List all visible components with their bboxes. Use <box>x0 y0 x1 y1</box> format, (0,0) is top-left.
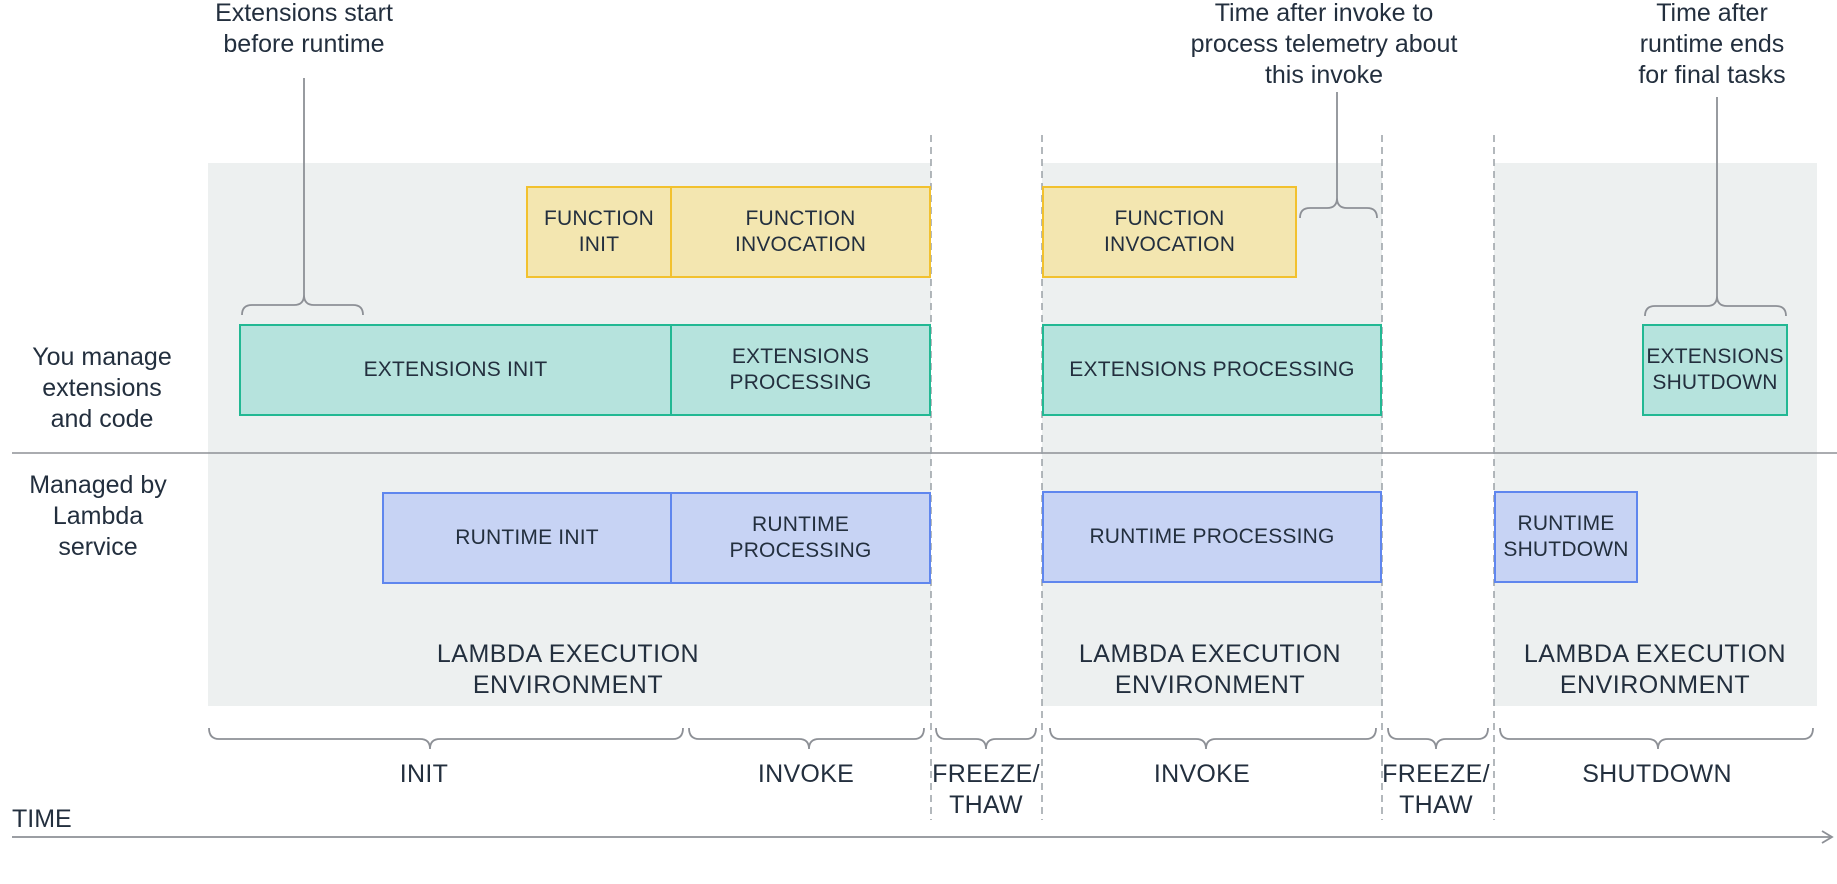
brace-invoke-1 <box>688 727 925 750</box>
environment-label-1: LAMBDA EXECUTION ENVIRONMENT <box>436 640 700 699</box>
row-label-managed-by-lambda: Managed by Lambda service <box>29 471 167 561</box>
execution-environment-3 <box>1494 163 1817 706</box>
function-invocation-box-2: FUNCTION INVOCATION <box>1042 186 1297 278</box>
phase-label-freeze-thaw-2: FREEZE/ THAW <box>1382 760 1490 819</box>
runtime-shutdown-box: RUNTIME SHUTDOWN <box>1494 491 1638 583</box>
phase-label-invoke-2: INVOKE <box>1153 760 1251 788</box>
phase-label-invoke-1: INVOKE <box>757 760 855 788</box>
brace-final-tasks <box>1644 295 1787 317</box>
annotation-extensions-start: Extensions start before runtime <box>215 0 393 58</box>
runtime-processing-box-2: RUNTIME PROCESSING <box>1042 491 1382 583</box>
phase-label-init: INIT <box>399 760 449 788</box>
brace-freeze-2 <box>1387 727 1489 750</box>
annotation-telemetry: Time after invoke to process telemetry a… <box>1190 0 1458 89</box>
extensions-processing-box-1: EXTENSIONS PROCESSING <box>670 324 931 416</box>
environment-label-3: LAMBDA EXECUTION ENVIRONMENT <box>1523 640 1787 699</box>
time-axis-label: TIME <box>12 805 72 833</box>
phase-label-freeze-thaw-1: FREEZE/ THAW <box>932 760 1040 819</box>
function-init-box: FUNCTION INIT <box>526 186 672 278</box>
row-label-you-manage: You manage extensions and code <box>32 343 172 433</box>
environment-label-2: LAMBDA EXECUTION ENVIRONMENT <box>1078 640 1342 699</box>
runtime-processing-box-1: RUNTIME PROCESSING <box>670 492 931 584</box>
function-invocation-box-1: FUNCTION INVOCATION <box>670 186 931 278</box>
runtime-init-box: RUNTIME INIT <box>382 492 672 584</box>
phase-label-shutdown: SHUTDOWN <box>1582 760 1732 788</box>
time-axis-arrowhead <box>1821 830 1834 844</box>
phase-braces <box>208 727 1814 750</box>
brace-extensions-start <box>241 294 364 316</box>
brace-telemetry <box>1299 197 1378 219</box>
extensions-shutdown-box: EXTENSIONS SHUTDOWN <box>1642 324 1788 416</box>
extensions-init-box: EXTENSIONS INIT <box>239 324 672 416</box>
brace-freeze-1 <box>935 727 1037 750</box>
extensions-processing-box-2: EXTENSIONS PROCESSING <box>1042 324 1382 416</box>
brace-init <box>208 727 684 750</box>
brace-shutdown <box>1499 727 1814 750</box>
annotation-final-tasks: Time after runtime ends for final tasks <box>1638 0 1786 89</box>
brace-invoke-2 <box>1049 727 1377 750</box>
annotation-connectors <box>241 78 1787 317</box>
